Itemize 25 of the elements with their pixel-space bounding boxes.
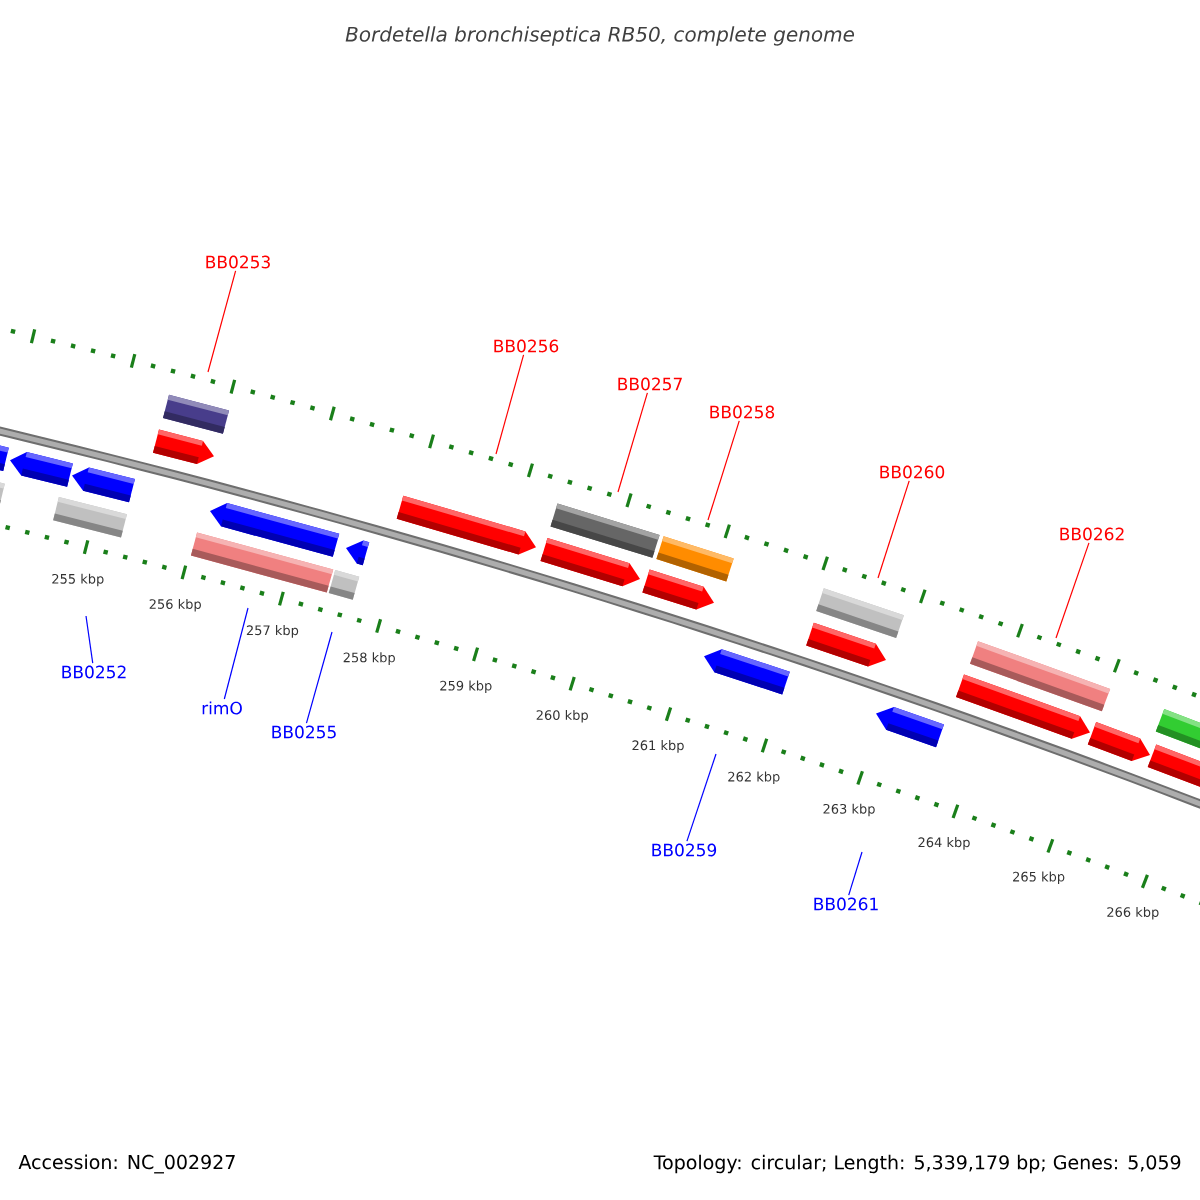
leader-line bbox=[1055, 542, 1090, 639]
leader-line bbox=[495, 354, 525, 455]
leader-line bbox=[877, 480, 910, 579]
gene-label: BB0258 bbox=[710, 405, 775, 419]
leader-line bbox=[848, 851, 863, 896]
gene-label: BB0255 bbox=[272, 725, 336, 739]
gene-label: BB0253 bbox=[206, 255, 270, 269]
leader-line bbox=[207, 270, 237, 373]
leader-line bbox=[305, 631, 333, 724]
gene-label: BB0261 bbox=[814, 897, 878, 911]
leader-line bbox=[617, 392, 648, 493]
gene-label: BB0262 bbox=[1060, 527, 1124, 541]
footer-text: Topology: circular; Length: 5,339,179 bp; Genes: 5,059 bbox=[653, 1154, 1181, 1174]
leader-line bbox=[223, 607, 249, 700]
leader-line bbox=[85, 615, 94, 664]
gene-label: rimO bbox=[202, 701, 242, 715]
title: Bordetella bronchiseptica RB50, complete genome bbox=[345, 26, 855, 46]
gene-label: BB0256 bbox=[494, 339, 559, 353]
gene-label: BB0259 bbox=[652, 843, 717, 857]
gene-label: BB0252 bbox=[62, 665, 126, 679]
leader-line bbox=[686, 753, 717, 842]
gene-label: BB0257 bbox=[618, 377, 682, 391]
footer-text: Accession: NC_002927 bbox=[18, 1154, 235, 1174]
gene-label: BB0260 bbox=[880, 465, 945, 479]
leader-line bbox=[707, 420, 740, 521]
